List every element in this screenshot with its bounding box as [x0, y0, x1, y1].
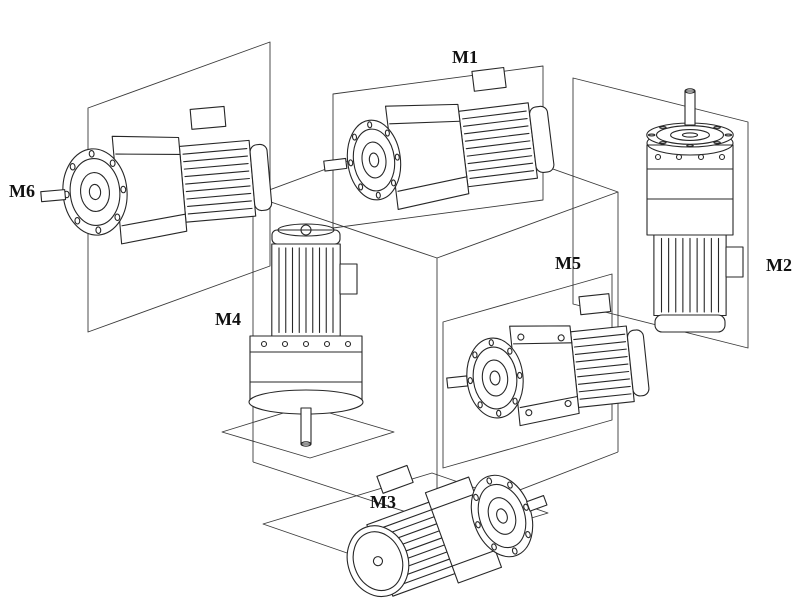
- m5-output-shaft: [447, 376, 468, 388]
- m1-terminal-box: [472, 68, 506, 92]
- m4-fan-cover: [272, 224, 340, 244]
- m3-gear-housing: [425, 477, 501, 583]
- m6-mounting-plane: [88, 42, 270, 332]
- m3-output-shaft: [527, 496, 547, 512]
- m1-motor-body: [458, 102, 538, 188]
- m5-motor-body: [570, 325, 635, 408]
- m1-mounting-plane: [333, 66, 543, 228]
- m5-mounting-plane: [443, 274, 612, 468]
- m3-terminal-box: [377, 465, 413, 493]
- m5-terminal-box: [579, 294, 611, 315]
- m1-gearmotor: [315, 63, 557, 218]
- m3-fan-cover: [337, 517, 418, 605]
- m6-terminal-box: [190, 106, 226, 129]
- m6-output-shaft: [41, 190, 66, 202]
- m6-motor-body: [178, 139, 257, 223]
- m3-label: M3: [370, 492, 396, 512]
- m4-mounting-plane: [222, 406, 394, 458]
- m4-gearmotor: [249, 224, 363, 446]
- m5-gearmotor: [440, 291, 652, 433]
- m5-label: M5: [555, 253, 581, 273]
- m3-mounting-plane: [263, 473, 548, 564]
- m4-motor-body: [271, 243, 341, 338]
- m2-terminal-box: [726, 247, 743, 277]
- m4-output-shaft: [301, 408, 311, 446]
- m5-gear-housing: [510, 320, 580, 426]
- m4-label: M4: [215, 309, 241, 329]
- m2-label: M2: [766, 255, 792, 275]
- m2-output-shaft: [685, 89, 695, 125]
- m4-terminal-box: [340, 264, 357, 294]
- m1-label: M1: [452, 47, 478, 67]
- m4-gear-housing: [250, 336, 362, 400]
- m6-label: M6: [9, 181, 35, 201]
- m6-gearmotor: [35, 103, 274, 250]
- m5-fan-cover: [627, 329, 650, 396]
- m2-gearmotor: [646, 89, 743, 332]
- m2-output-flange: [646, 122, 734, 148]
- m6-fan-cover: [250, 144, 273, 211]
- m3-gearmotor: [322, 425, 561, 613]
- m2-gear-housing: [647, 145, 733, 235]
- m1-fan-cover: [529, 106, 555, 174]
- m2-motor-body: [653, 234, 727, 317]
- m2-fan-cover: [655, 315, 725, 332]
- m1-output-shaft: [324, 158, 347, 171]
